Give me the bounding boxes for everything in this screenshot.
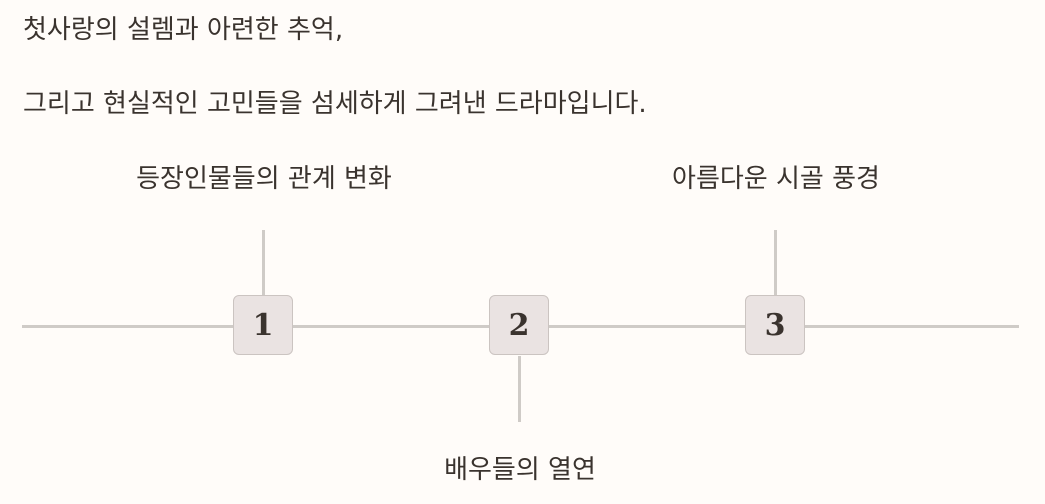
intro-line-2: 그리고 현실적인 고민들을 섬세하게 그려낸 드라마입니다.: [23, 89, 647, 119]
timeline-marker-number-3: 3: [764, 307, 786, 343]
timeline-label-1: 등장인물들의 관계 변화: [136, 164, 392, 194]
timeline-connector-2: [518, 356, 521, 422]
timeline-label-2: 배우들의 열연: [444, 455, 596, 485]
timeline-connector-1: [262, 230, 265, 296]
timeline-marker-number-2: 2: [508, 307, 530, 343]
intro-line-1: 첫사랑의 설렘과 아련한 추억,: [23, 15, 344, 45]
timeline-label-3: 아름다운 시골 풍경: [672, 164, 880, 194]
timeline-marker-2: 2: [489, 295, 549, 355]
timeline-marker-number-1: 1: [252, 307, 274, 343]
timeline-marker-1: 1: [233, 295, 293, 355]
timeline-connector-3: [774, 230, 777, 296]
timeline-marker-3: 3: [745, 295, 805, 355]
